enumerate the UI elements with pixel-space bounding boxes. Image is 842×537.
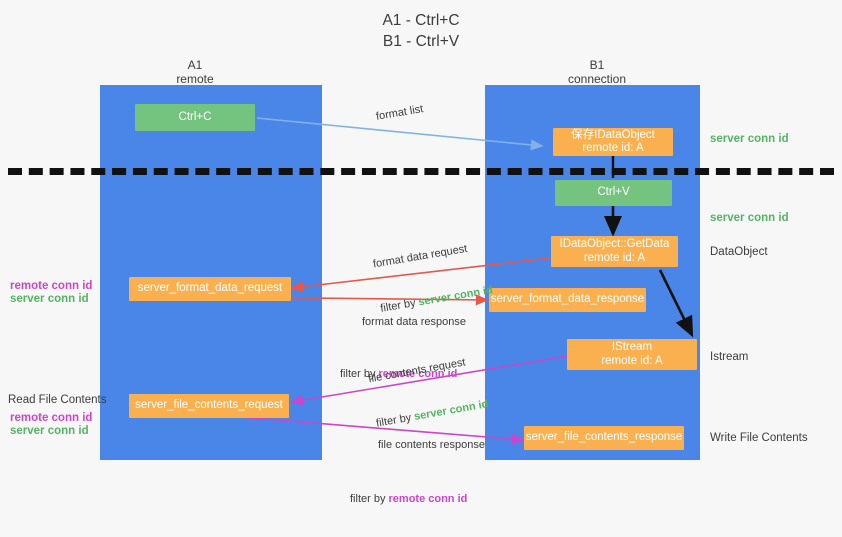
annotation-file-contents-response-filter: filter by remote conn id [350,492,485,507]
box-server-file-contents-response[interactable]: server_file_contents_response [524,426,684,450]
box-save-idataobject-line1: 保存IDataObject [571,128,655,141]
label-remote-conn-id-upper: remote conn id [10,280,93,292]
divider-dashed-line [8,168,834,175]
remote-conn-id-2: remote conn id [388,493,468,505]
box-ctrl-c[interactable]: Ctrl+C [135,104,255,131]
column-b1-name: B1 [589,58,605,72]
box-istream-line1: IStream [611,341,653,353]
label-dataobject: DataObject [710,246,768,258]
remote-conn-id-1: remote conn id [378,368,458,380]
annotation-format-data-response: format data response filter by remote co… [340,285,466,412]
box-getdata-line2: remote id: A [583,251,646,264]
page-title: A1 - Ctrl+C B1 - Ctrl+V [0,10,842,52]
filter-by-label-2: filter by [340,368,379,380]
box-idataobject-getdata[interactable]: IDataObject::GetData remote id: A [551,236,678,267]
label-read-file-contents: Read File Contents [8,394,107,406]
box-save-idataobject[interactable]: 保存IDataObject remote id: A [553,128,673,156]
label-istream: Istream [710,351,749,363]
label-server-conn-id-mid: server conn id [710,212,789,224]
annotation-file-contents-response-text: file contents response [378,439,486,451]
label-write-file-contents: Write File Contents [710,432,808,444]
label-server-conn-id-lower: server conn id [10,425,89,437]
column-a1-role: remote [176,72,214,86]
box-getdata-line1: IDataObject::GetData [559,238,670,250]
title-line-2: B1 - Ctrl+V [382,33,460,50]
box-server-format-data-response[interactable]: server_format_data_response [489,288,646,312]
label-remote-conn-id-lower: remote conn id [10,412,93,424]
box-istream[interactable]: IStream remote id: A [567,339,697,370]
annotation-format-data-response-filter: filter by remote conn id [340,367,466,382]
label-server-conn-id-top: server conn id [710,133,789,145]
annotation-format-list: format list [375,103,425,123]
box-server-file-contents-request[interactable]: server_file_contents_request [129,394,289,418]
box-save-idataobject-line2: remote id: A [582,142,644,154]
box-server-format-data-request[interactable]: server_format_data_request [129,277,291,301]
column-a1-name: A1 [187,58,203,72]
annotation-file-contents-response: file contents response filter by remote … [350,408,486,537]
label-server-conn-id-upper: server conn id [10,293,89,305]
filter-by-label-4: filter by [350,493,389,505]
box-ctrl-v[interactable]: Ctrl+V [555,180,672,206]
annotation-format-data-response-text: format data response [362,316,466,328]
box-istream-line2: remote id: A [601,354,663,367]
annotation-file-contents-request-text: file contents request [367,356,467,386]
column-b1-role: connection [567,72,627,86]
title-line-1: A1 - Ctrl+C [382,12,460,29]
annotation-format-data-request-text: format data request [372,242,469,271]
